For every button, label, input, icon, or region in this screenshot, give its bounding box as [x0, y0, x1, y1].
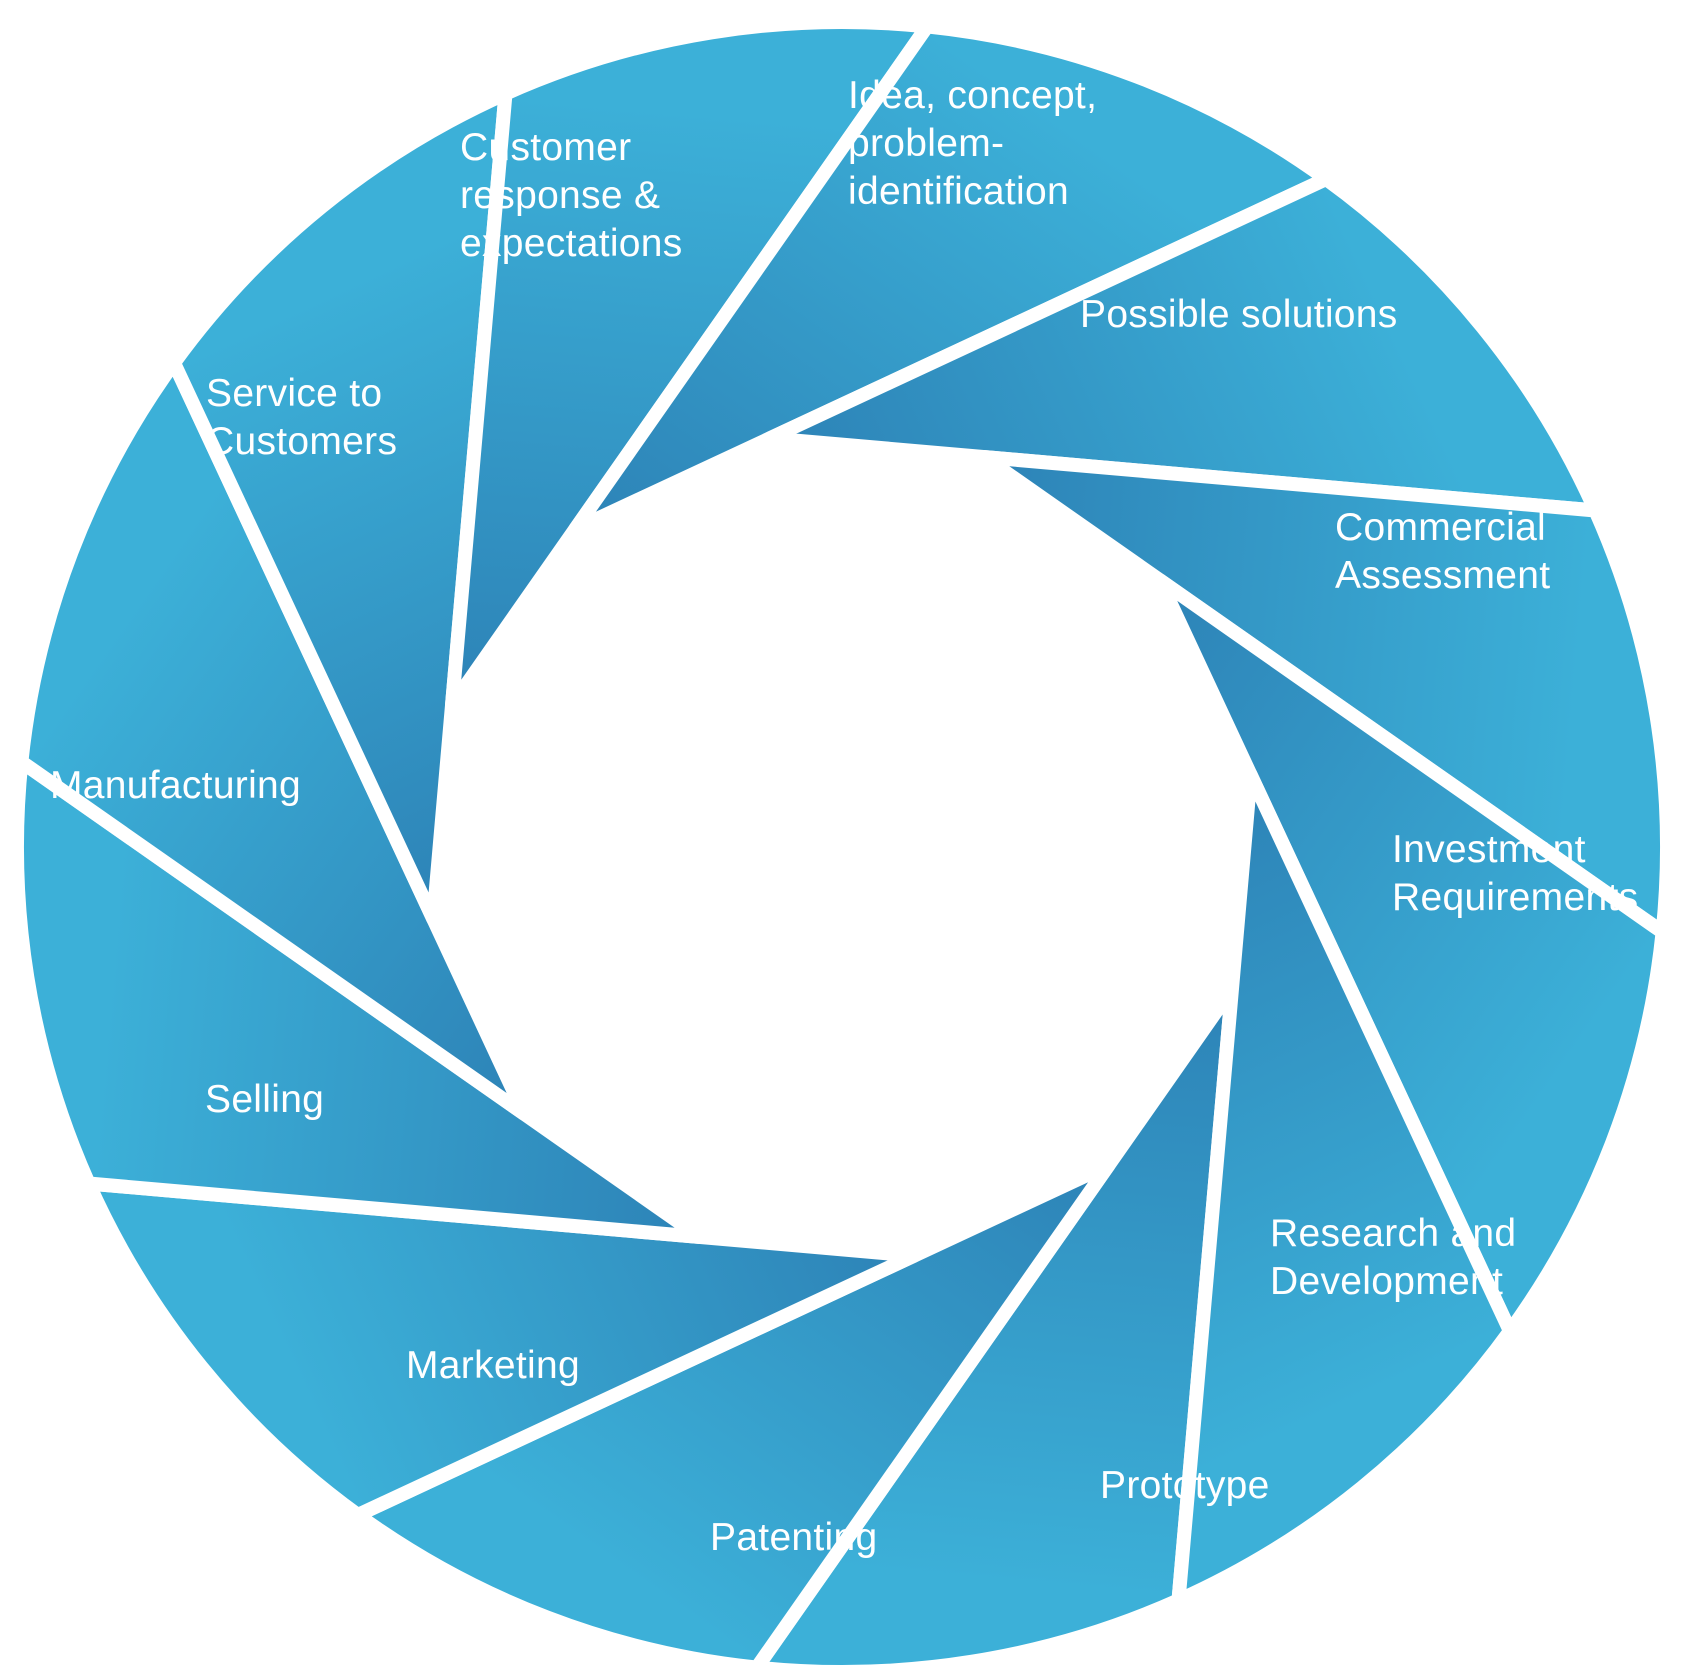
- label-line: Patenting: [710, 1516, 878, 1559]
- label-line: Assessment: [1335, 554, 1550, 597]
- label-line: problem-: [848, 122, 1004, 165]
- label-selling: Selling: [205, 1078, 324, 1121]
- label-line: Research and: [1270, 1212, 1516, 1255]
- label-line: Service to: [206, 372, 382, 415]
- label-line: response &: [460, 174, 660, 217]
- label-line: Investment: [1392, 828, 1586, 871]
- label-line: Requirements: [1392, 876, 1638, 919]
- label-possible-solutions: Possible solutions: [1080, 293, 1398, 336]
- label-line: expectations: [460, 222, 683, 265]
- label-line: Commercial: [1335, 506, 1546, 549]
- label-patenting: Patenting: [710, 1516, 878, 1559]
- label-line: Selling: [205, 1078, 324, 1121]
- label-line: Marketing: [406, 1344, 580, 1387]
- label-line: Idea, concept,: [848, 74, 1097, 117]
- label-line: identification: [848, 170, 1069, 213]
- label-prototype: Prototype: [1100, 1464, 1270, 1507]
- label-line: Prototype: [1100, 1464, 1270, 1507]
- label-line: Customer: [460, 126, 631, 169]
- label-line: Manufacturing: [50, 764, 301, 807]
- label-line: Development: [1270, 1260, 1503, 1303]
- label-manufacturing: Manufacturing: [50, 764, 301, 807]
- label-marketing: Marketing: [406, 1344, 580, 1387]
- label-line: Customers: [206, 420, 397, 463]
- label-line: Possible solutions: [1080, 293, 1398, 336]
